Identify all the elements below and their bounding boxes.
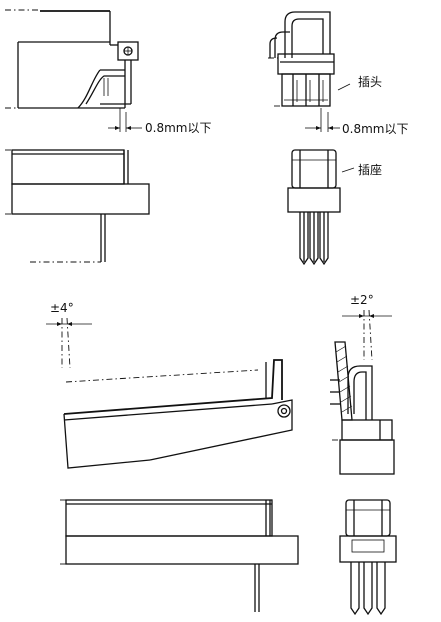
angle-label-right: ±2° (350, 293, 374, 307)
socket-front-view (287, 149, 355, 266)
angle-label-left: ±4° (50, 301, 74, 315)
tilted-assembly-left (46, 317, 293, 469)
plug-label: 插头 (358, 75, 382, 89)
gap-dimension-right (305, 108, 340, 132)
tilted-assembly-right (330, 309, 395, 475)
plug-front-view (268, 11, 351, 107)
aligned-assembly-right (339, 499, 397, 616)
socket-label: 插座 (358, 162, 382, 177)
gap-label-right: 0.8mm以下 (342, 122, 408, 136)
gap-label-left: 0.8mm以下 (145, 121, 211, 135)
aligned-assembly-left (60, 499, 299, 612)
socket-side-view-left (5, 149, 150, 263)
plug-side-view-left (5, 9, 139, 109)
gap-dimension-left (108, 108, 142, 132)
